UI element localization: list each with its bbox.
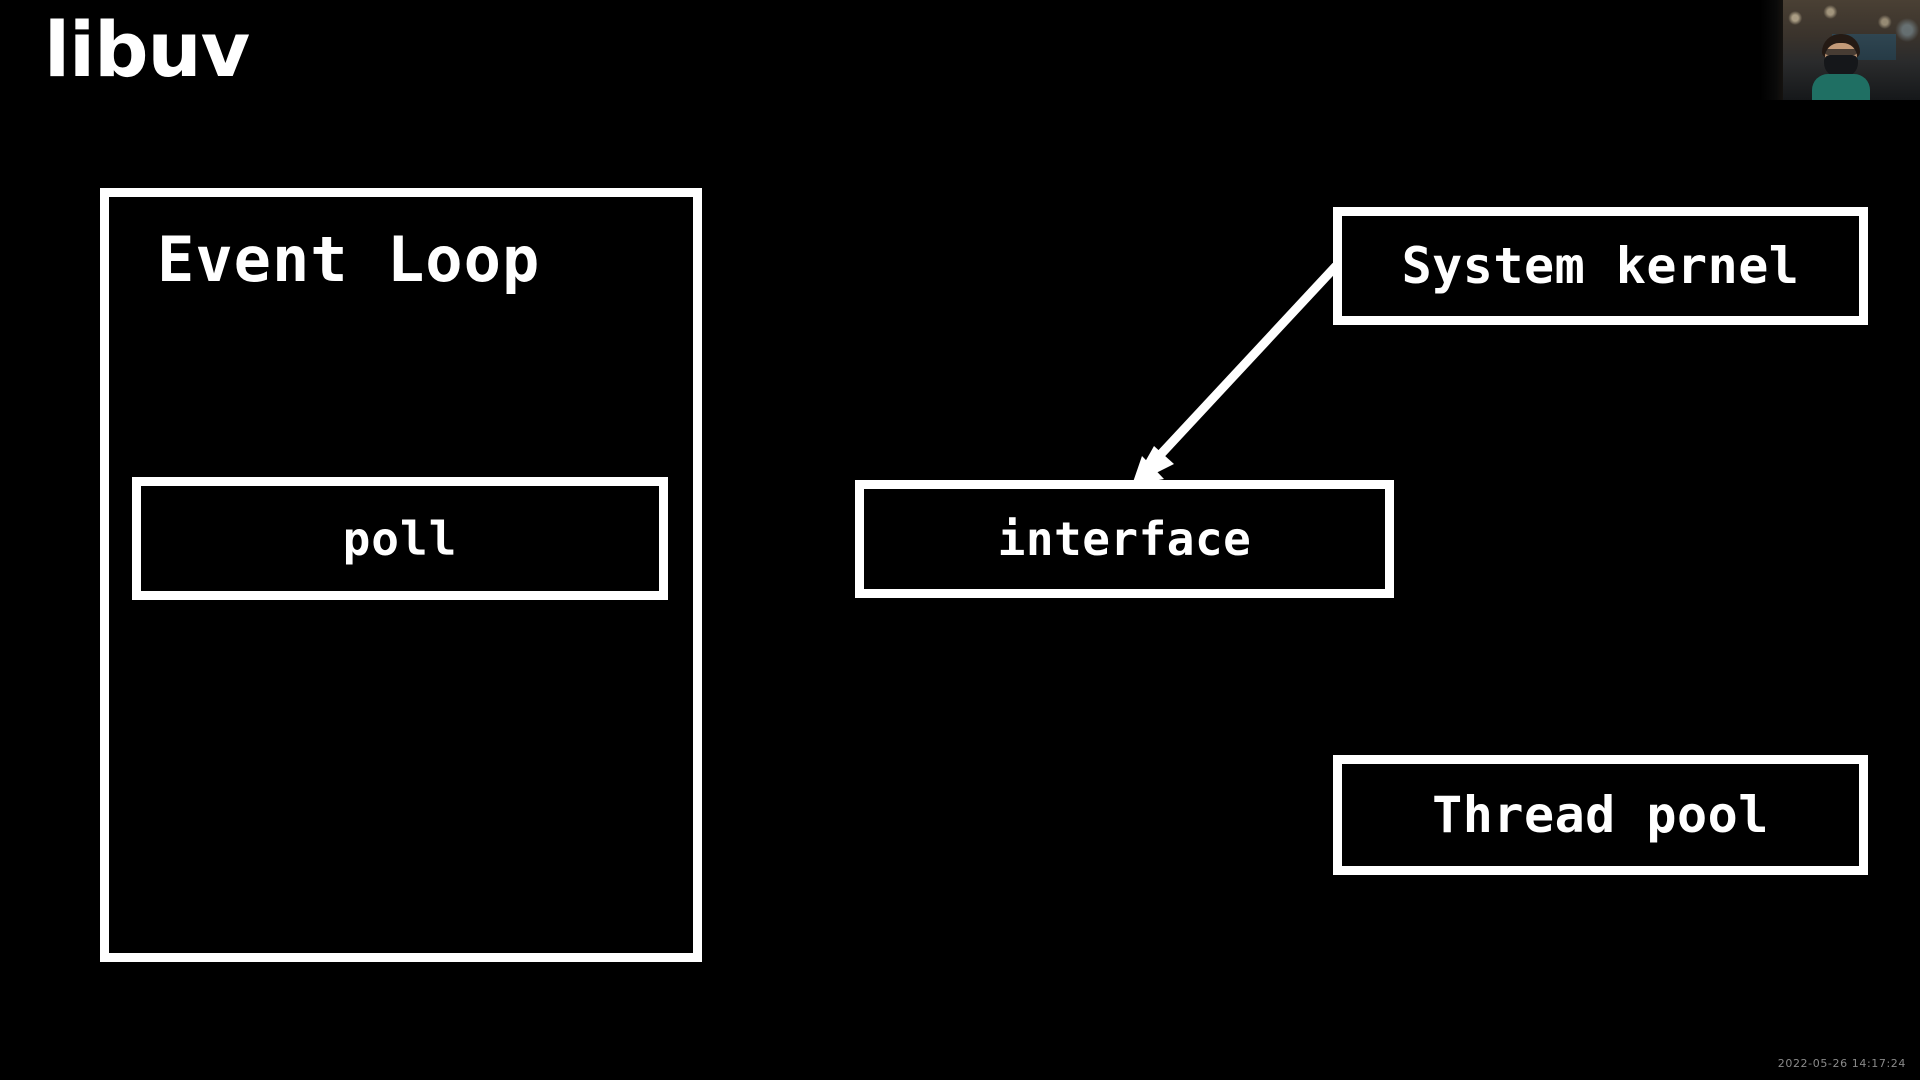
page-title: libuv: [44, 5, 250, 94]
system-kernel-label: System kernel: [1401, 237, 1800, 295]
poll-label: poll: [342, 511, 458, 566]
webcam-person-shirt: [1812, 74, 1870, 100]
webcam-person-glasses: [1825, 49, 1857, 55]
thread-pool-box: Thread pool: [1333, 755, 1868, 875]
webcam-person-face-mask: [1824, 55, 1858, 77]
thread-pool-label: Thread pool: [1432, 786, 1769, 844]
system-kernel-box: System kernel: [1333, 207, 1868, 325]
interface-label: interface: [997, 512, 1252, 566]
interface-box: interface: [855, 480, 1394, 598]
webcam-thumbnail[interactable]: [1760, 0, 1920, 100]
poll-box: poll: [132, 477, 668, 600]
webcam-person: [1812, 34, 1870, 100]
event-loop-label: Event Loop: [157, 223, 541, 296]
recording-timestamp: 2022-05-26 14:17:24: [1777, 1057, 1906, 1070]
webcam-dark-edge: [1760, 0, 1783, 100]
